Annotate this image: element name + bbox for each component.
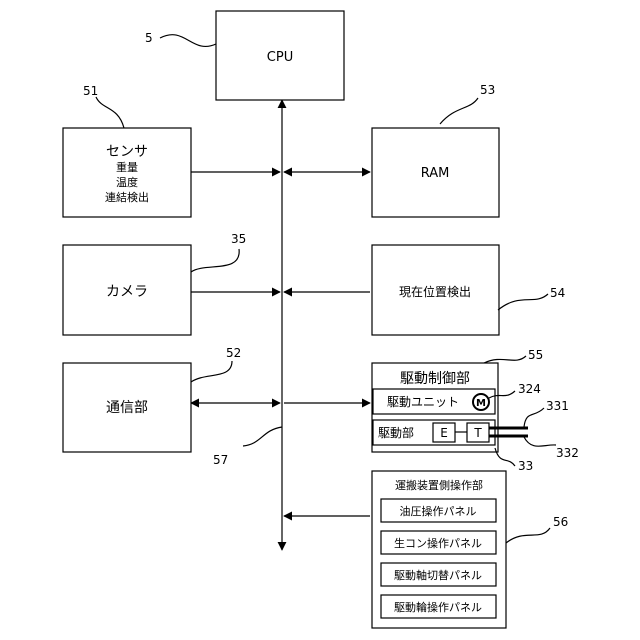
drive-control-title: 駆動制御部 — [400, 371, 470, 387]
ref-ram-number: 53 — [480, 83, 495, 97]
ref-sensor-leader — [96, 97, 124, 128]
panel-wheel-label: 駆動輪操作パネル — [394, 600, 482, 614]
motor-symbol: M — [476, 398, 486, 409]
ref-cpu-number: 5 — [145, 31, 153, 45]
engine-label: E — [440, 426, 448, 440]
ref-camera-number: 35 — [231, 232, 246, 246]
sensor-item-weight: 重量 — [116, 160, 138, 174]
ref-ram-leader — [440, 98, 478, 124]
ref-shaft-b-leader — [524, 437, 556, 446]
ref-position-number: 54 — [550, 286, 565, 300]
ram-label: RAM — [421, 166, 450, 181]
ref-bus-number: 57 — [213, 453, 228, 467]
ref-camera-leader — [191, 249, 239, 272]
camera-label: カメラ — [106, 284, 148, 300]
operation-title: 運搬装置側操作部 — [395, 478, 483, 492]
ref-drive-control-number: 55 — [528, 348, 543, 362]
sensor-title: センサ — [106, 144, 148, 160]
panel-concrete-label: 生コン操作パネル — [394, 536, 482, 550]
ref-drive-control-leader — [484, 356, 526, 363]
ref-motor-number: 324 — [518, 382, 541, 396]
panel-hydraulic-label: 油圧操作パネル — [400, 504, 477, 518]
transmission-label: T — [473, 426, 482, 440]
ref-shaft-b-number: 332 — [556, 446, 579, 460]
drive-label: 駆動部 — [378, 425, 414, 440]
ref-operation-number: 56 — [553, 515, 568, 529]
panel-axle-label: 駆動軸切替パネル — [394, 568, 482, 582]
ref-shaft-a-leader — [524, 408, 544, 427]
sensor-item-coupling: 連結検出 — [105, 190, 149, 204]
ref-drive-number: 33 — [518, 459, 533, 473]
ref-shaft-a-number: 331 — [546, 399, 569, 413]
position-label: 現在位置検出 — [399, 284, 471, 299]
comm-label: 通信部 — [106, 400, 148, 416]
drive-unit-label: 駆動ユニット — [387, 395, 459, 409]
ref-comm-number: 52 — [226, 346, 241, 360]
ref-operation-leader — [506, 528, 550, 543]
cpu-label: CPU — [267, 50, 293, 65]
ref-position-leader — [498, 294, 548, 310]
ref-comm-leader — [191, 361, 232, 382]
ref-cpu-leader — [160, 35, 216, 47]
ref-sensor-number: 51 — [83, 84, 98, 98]
ref-bus-leader — [243, 427, 282, 446]
sensor-item-temperature: 温度 — [116, 175, 138, 189]
